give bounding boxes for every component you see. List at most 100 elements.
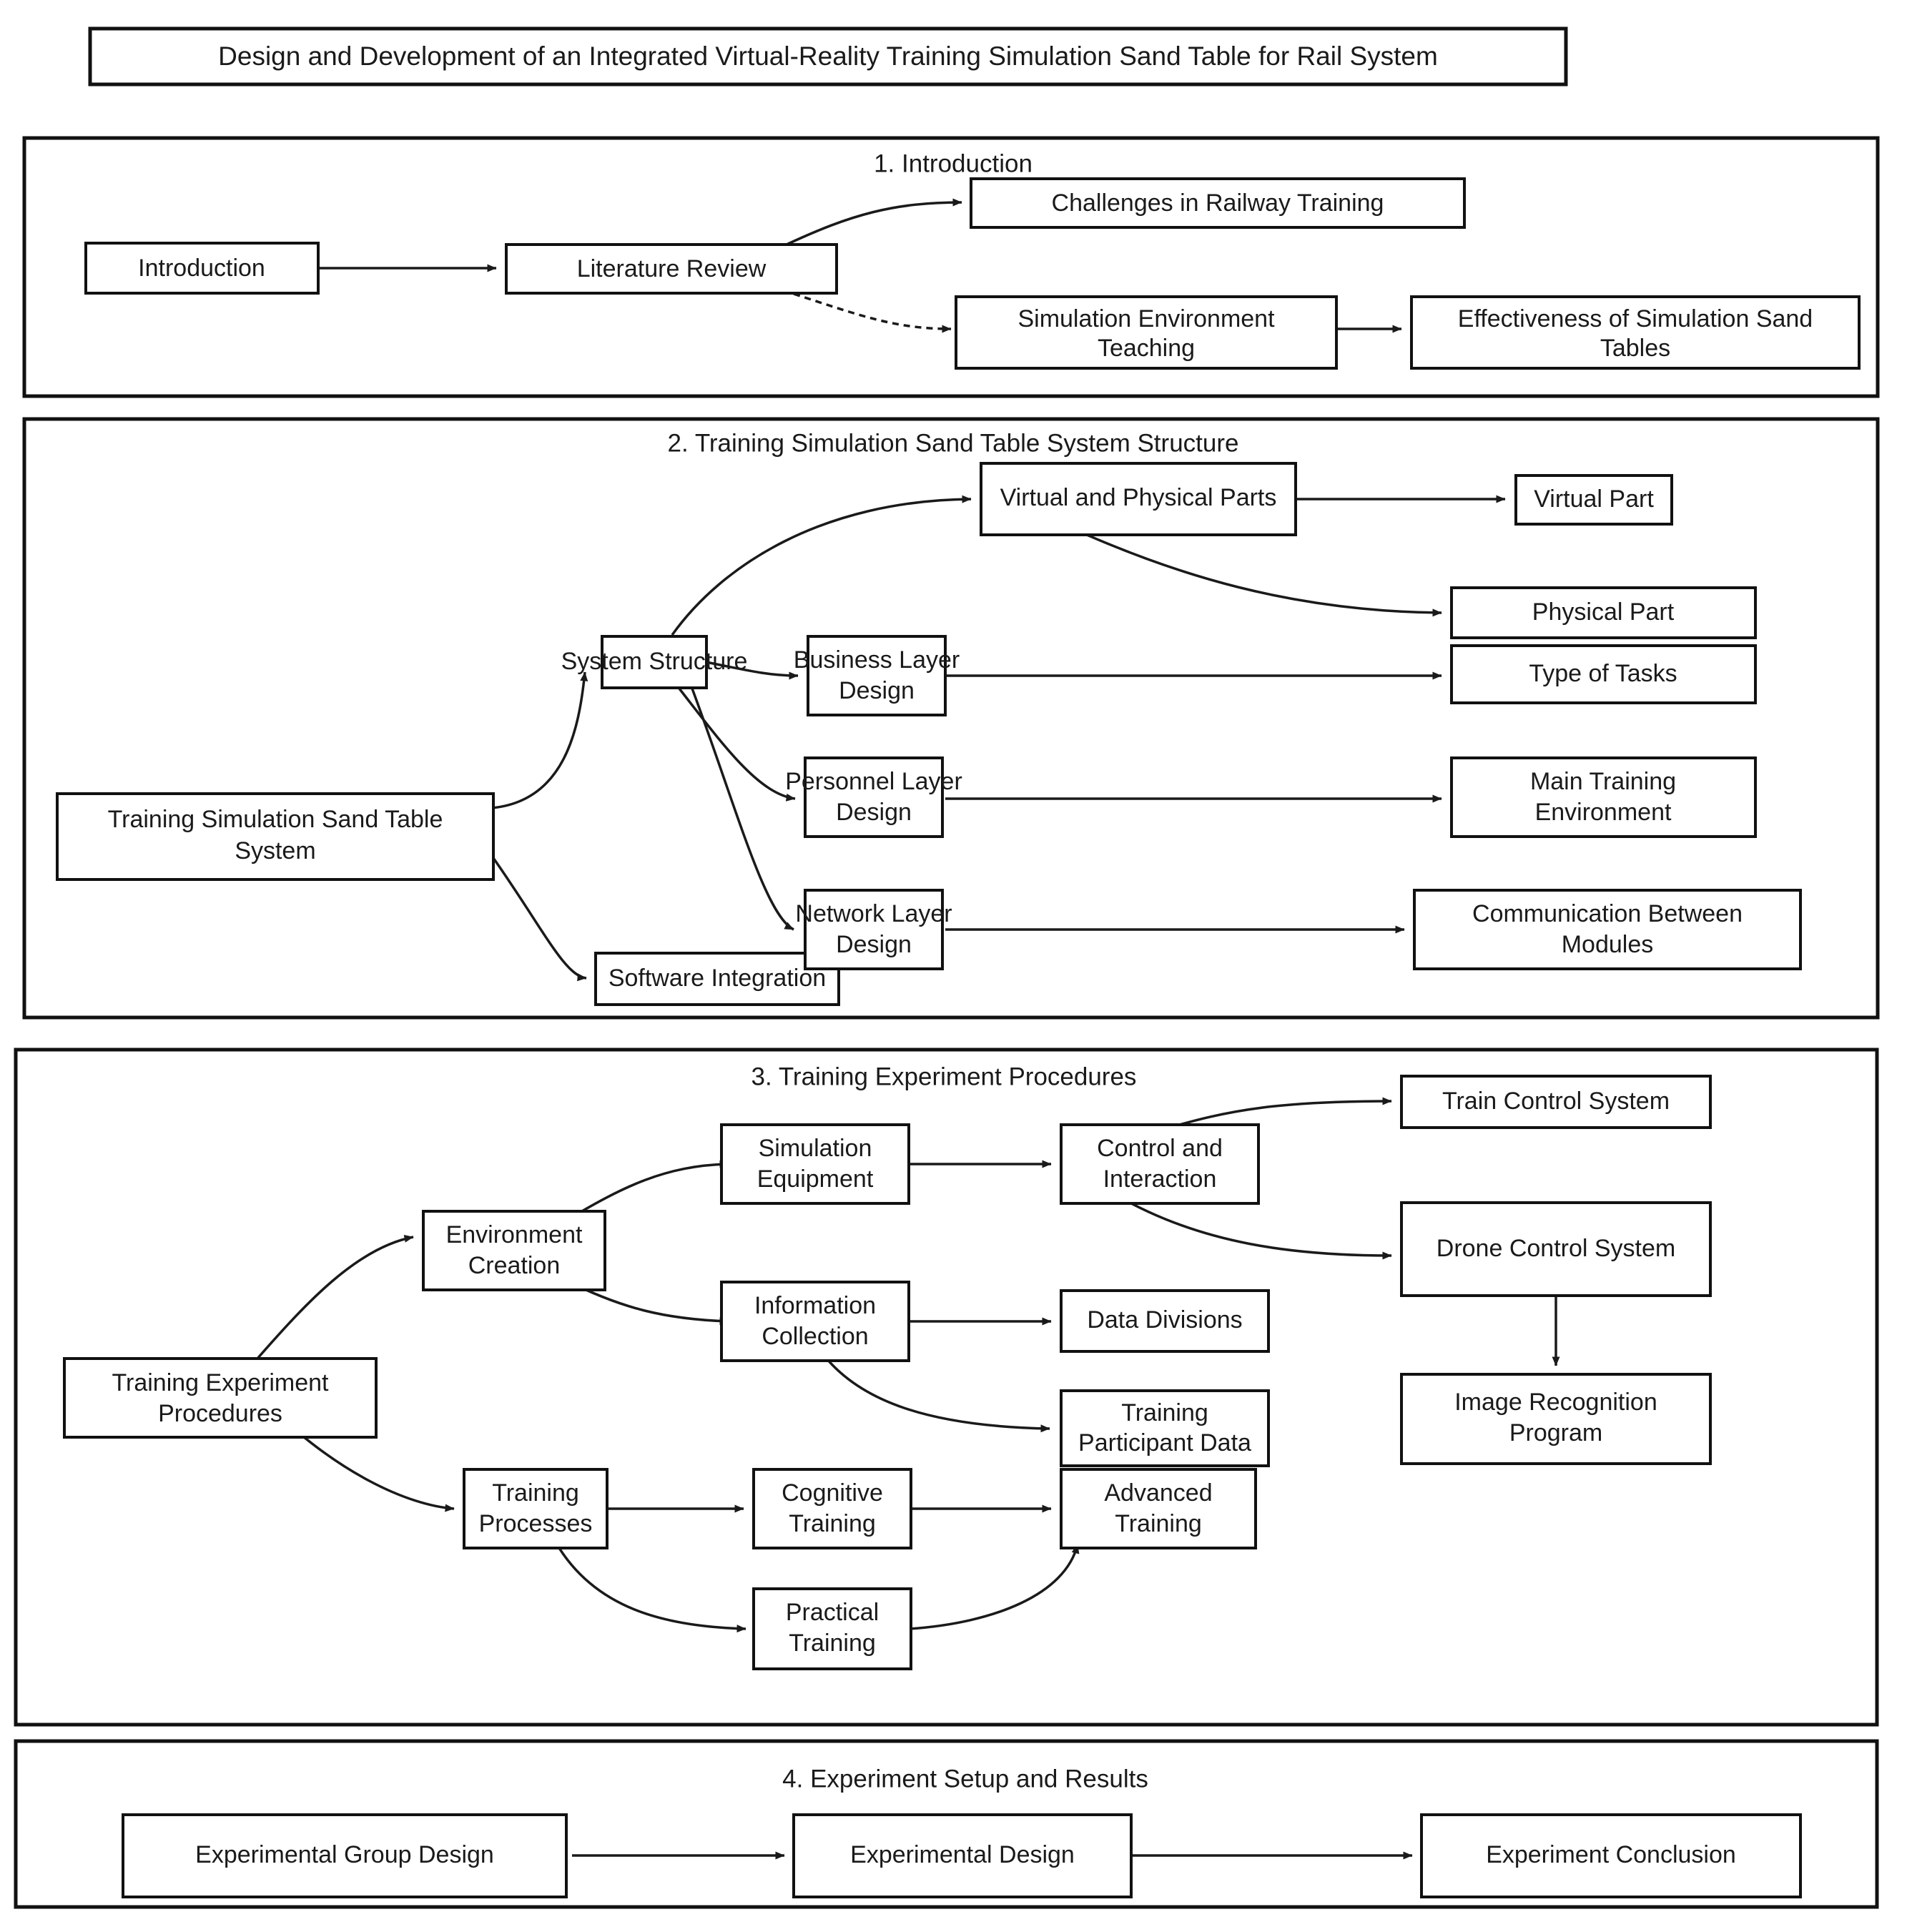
node-procedures-label-line1: Training Experiment [112,1369,330,1396]
edge-system-structure-to-network [691,688,794,931]
node-practical-training-label-line1: Practical [786,1599,879,1626]
node-data-divisions[interactable]: Data Divisions [1060,1289,1270,1353]
node-advanced-training-label-line2: Training [1115,1510,1202,1537]
node-practical-training[interactable]: Practical Training [752,1587,912,1670]
section-experiment-procedures: 3. Training Experiment Procedures Traini… [14,1048,1879,1727]
node-training-processes-label-line1: Training [492,1479,579,1507]
node-drone-control-system[interactable]: Drone Control System [1400,1201,1712,1297]
node-cognitive-training-label-line2: Training [789,1510,876,1537]
node-data-divisions-label: Data Divisions [1087,1306,1242,1334]
node-system-structure-label: System Structure [561,648,748,675]
node-experiment-conclusion[interactable]: Experiment Conclusion [1420,1813,1802,1898]
node-main-training-environment[interactable]: Main Training Environment [1450,756,1757,838]
node-env-creation-label-line1: Environment [446,1221,583,1248]
node-virtual-part-label: Virtual Part [1534,486,1654,513]
node-info-collection-label-line1: Information [754,1292,876,1319]
node-simenv-label-line1: Simulation Environment [1017,305,1275,332]
node-control-interaction-label-line2: Interaction [1103,1165,1217,1193]
edge-system-structure-to-virtual-physical [671,495,972,636]
node-cognitive-training[interactable]: Cognitive Training [752,1468,912,1549]
node-software-integration-label: Software Integration [608,965,826,992]
node-software-integration[interactable]: Software Integration [594,952,840,1006]
edge-practical-to-advanced [909,1544,1080,1630]
node-introduction-label: Introduction [138,255,265,282]
node-effectiveness-label-line2: Tables [1600,335,1670,362]
edge-info-collection-to-participant-data [819,1350,1050,1433]
node-procedures-label-line2: Procedures [158,1400,282,1427]
node-experimental-design[interactable]: Experimental Design [792,1813,1133,1898]
node-virtual-part[interactable]: Virtual Part [1514,474,1673,526]
edge-control-to-drone-control [1116,1194,1392,1260]
node-business-layer-design[interactable]: Business Layer Design [794,635,960,716]
node-type-of-tasks[interactable]: Type of Tasks [1450,644,1757,704]
node-communication-between-modules[interactable]: Communication Between Modules [1413,889,1802,970]
node-env-creation-label-line2: Creation [468,1252,561,1279]
edge-control-to-train-control [1158,1097,1392,1133]
section-title-system-structure: 2. Training Simulation Sand Table System… [668,429,1239,457]
node-simulation-environment-teaching[interactable]: Simulation Environment Teaching [955,295,1338,370]
node-image-recognition-label-line2: Program [1509,1419,1602,1446]
node-train-control-system[interactable]: Train Control System [1400,1075,1712,1129]
node-experimental-group-design[interactable]: Experimental Group Design [122,1813,568,1898]
section-title-experiment-setup: 4. Experiment Setup and Results [782,1765,1148,1793]
node-experimental-design-label: Experimental Design [850,1841,1075,1868]
node-info-collection-label-line2: Collection [762,1323,868,1350]
node-sim-equipment-label-line1: Simulation [759,1135,872,1162]
node-practical-training-label-line2: Training [789,1630,876,1657]
edge-system-structure-to-business [706,661,799,680]
node-introduction[interactable]: Introduction [84,242,320,295]
node-training-experiment-procedures[interactable]: Training Experiment Procedures [63,1357,378,1439]
node-network-layer-label-line2: Design [836,931,912,958]
document-title-box: Design and Development of an Integrated … [88,26,1568,87]
node-advanced-training[interactable]: Advanced Training [1060,1468,1257,1549]
node-sim-equipment-label-line2: Equipment [757,1165,874,1193]
node-literature-review[interactable]: Literature Review [505,243,838,295]
node-challenges-railway-training[interactable]: Challenges in Railway Training [970,177,1466,229]
node-literature-review-label: Literature Review [577,255,767,282]
node-physical-part[interactable]: Physical Part [1450,586,1757,639]
node-system-structure[interactable]: System Structure [561,635,748,689]
node-participant-data-label-line2: Participant Data [1078,1429,1251,1457]
section-system-structure: 2. Training Simulation Sand Table System… [22,417,1880,1020]
node-effectiveness-label-line1: Effectiveness of Simulation Sand [1458,305,1813,332]
edge-training-processes-to-practical [553,1540,746,1633]
node-training-simulation-sand-table-system[interactable]: Training Simulation Sand Table System [56,792,495,881]
node-cognitive-training-label-line1: Cognitive [782,1479,883,1507]
node-tsst-label-line1: Training Simulation Sand Table [108,806,443,833]
node-personnel-layer-label-line1: Personnel Layer [785,768,962,795]
node-training-participant-data[interactable]: Training Participant Data [1060,1389,1270,1467]
node-environment-creation[interactable]: Environment Creation [422,1210,606,1291]
node-training-processes[interactable]: Training Processes [463,1468,608,1549]
node-group-design-label: Experimental Group Design [195,1841,494,1868]
node-control-and-interaction[interactable]: Control and Interaction [1060,1123,1260,1205]
node-network-layer-design[interactable]: Network Layer Design [795,889,952,970]
node-personnel-layer-label-line2: Design [836,799,912,826]
edge-literature-to-simenv [793,292,952,333]
edge-tsst-to-software-integration [492,857,587,982]
node-image-recognition-label-line1: Image Recognition [1454,1389,1657,1416]
node-physical-part-label: Physical Part [1532,598,1675,626]
section-experiment-setup: 4. Experiment Setup and Results Experime… [14,1739,1879,1909]
node-network-layer-label-line1: Network Layer [795,900,952,927]
section-title-introduction: 1. Introduction [874,149,1033,177]
node-advanced-training-label-line1: Advanced [1104,1479,1212,1507]
section-title-experiment-procedures: 3. Training Experiment Procedures [752,1063,1137,1090]
edge-procedures-to-env-creation [256,1234,414,1360]
edge-literature-to-challenges [786,198,962,246]
node-virtual-and-physical-parts[interactable]: Virtual and Physical Parts [980,462,1297,536]
node-participant-data-label-line1: Training [1121,1399,1208,1426]
node-communication-label-line2: Modules [1562,931,1654,958]
node-challenges-label: Challenges in Railway Training [1052,189,1384,217]
edge-tsst-to-system-structure [491,671,588,809]
node-control-interaction-label-line1: Control and [1097,1135,1223,1162]
node-simulation-equipment[interactable]: Simulation Equipment [720,1123,910,1205]
node-tsst-label-line2: System [235,837,315,864]
node-effectiveness-sand-tables[interactable]: Effectiveness of Simulation Sand Tables [1410,295,1861,370]
node-business-layer-label-line2: Design [839,677,915,704]
node-information-collection[interactable]: Information Collection [720,1281,910,1362]
node-personnel-layer-design[interactable]: Personnel Layer Design [785,756,962,838]
node-image-recognition-program[interactable]: Image Recognition Program [1400,1373,1712,1465]
node-conclusion-label: Experiment Conclusion [1486,1841,1736,1868]
edge-virtual-physical-to-physical-part [1086,533,1442,617]
